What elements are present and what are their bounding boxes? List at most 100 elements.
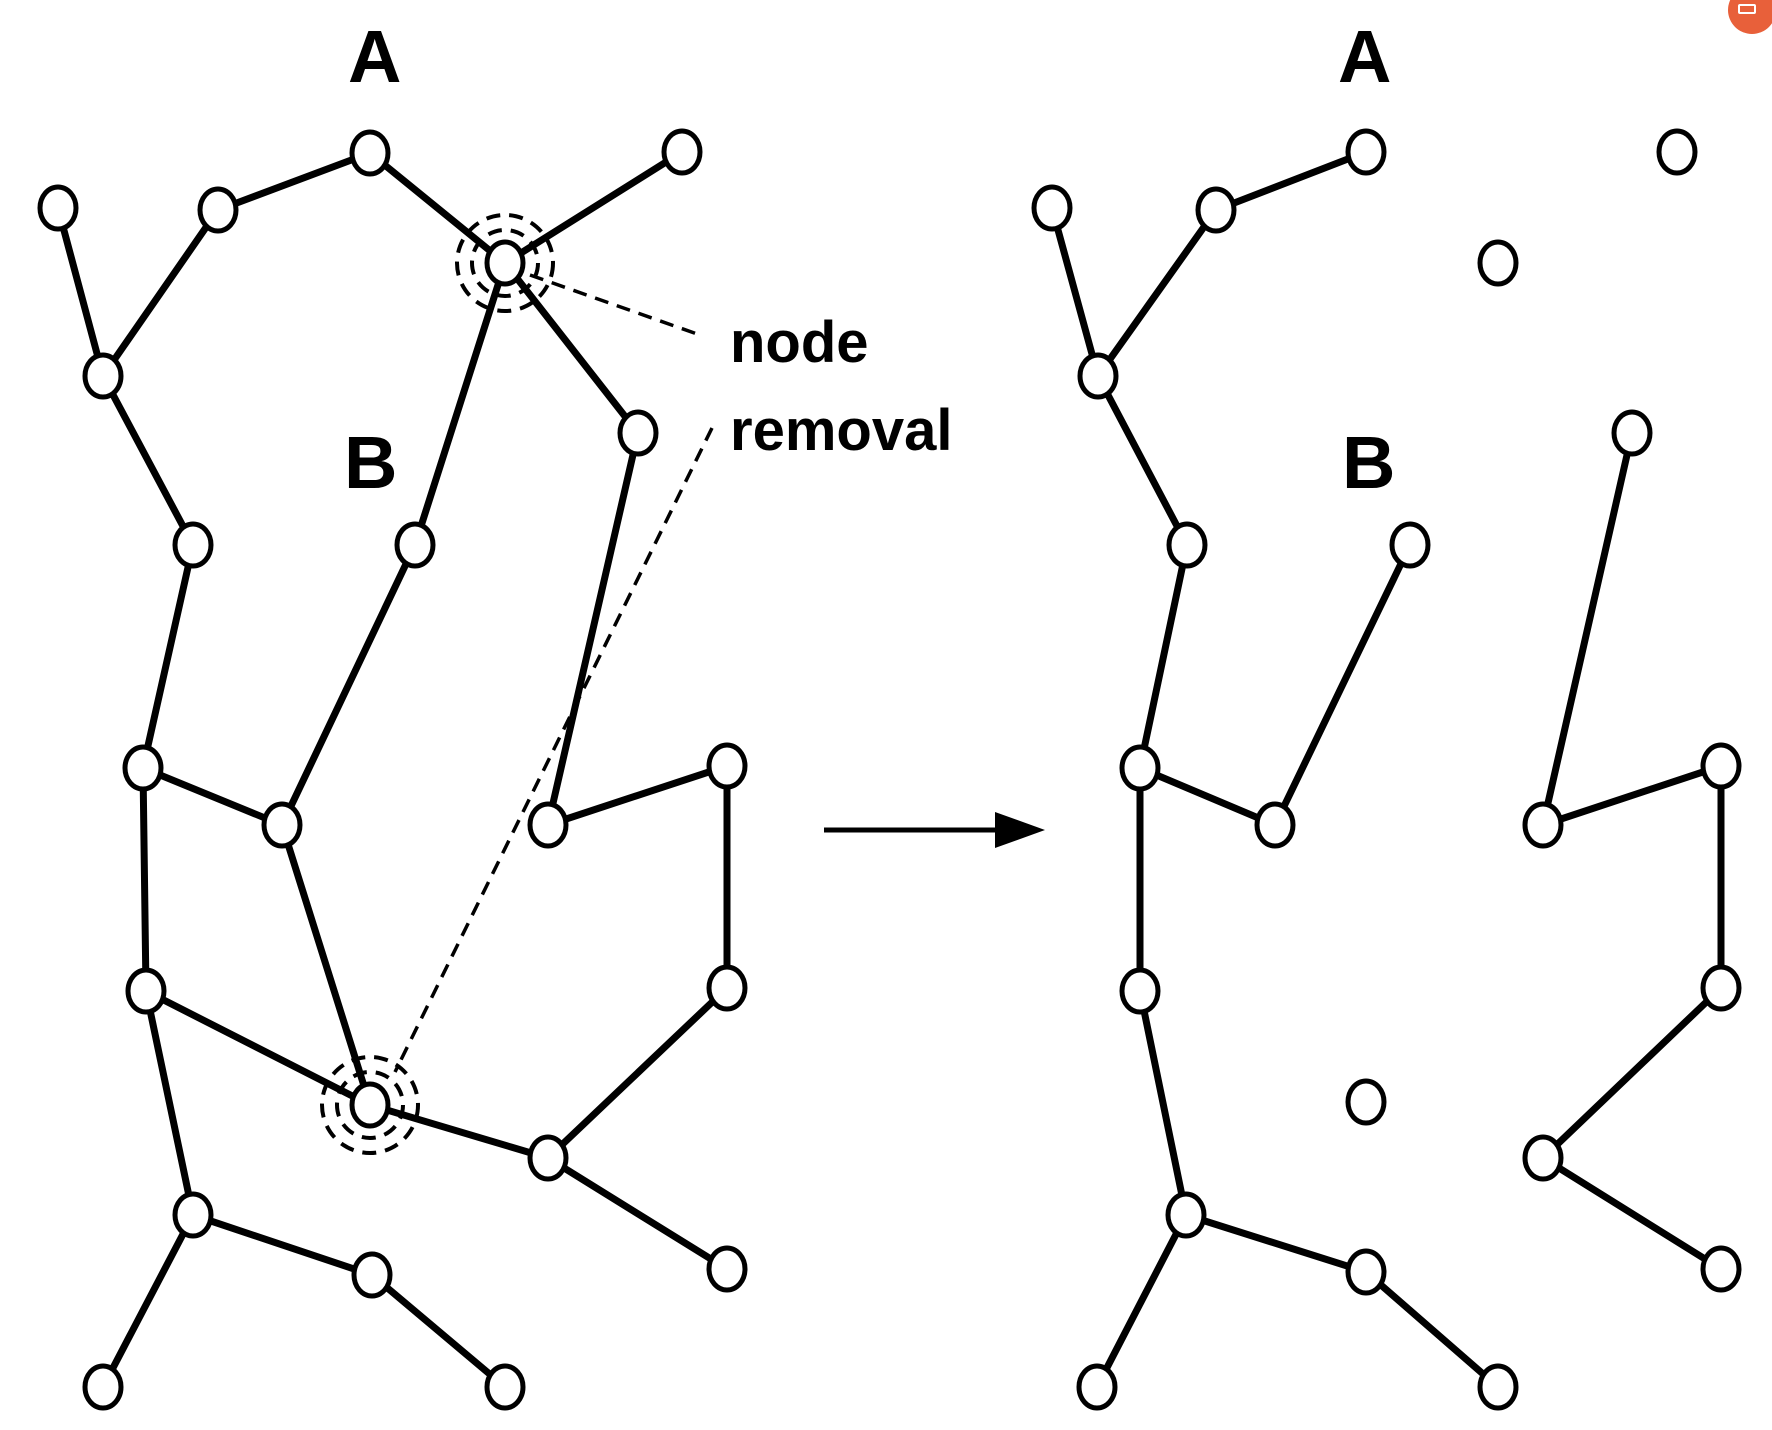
before-node-f <box>82 352 124 400</box>
before-node-t <box>706 1245 748 1293</box>
before-edge-l-p <box>278 821 374 1109</box>
arrow-head <box>995 812 1045 848</box>
before-edge-q-t <box>544 1154 731 1273</box>
before-node-m <box>527 801 569 849</box>
before-edge-h-l <box>278 541 419 829</box>
arrow-right-icon <box>824 812 1045 848</box>
edges-after <box>1048 148 1725 1391</box>
before-node-i <box>172 521 214 569</box>
after-node-f2 <box>1077 352 1119 400</box>
after-edge-c2-f2 <box>1048 204 1102 380</box>
label-left-b: B <box>344 421 397 504</box>
before-node-o <box>706 964 748 1012</box>
after-edge-n2-r2 <box>1136 987 1190 1219</box>
before-edge-r-s <box>189 1211 376 1279</box>
before-edge-s-v <box>368 1271 509 1391</box>
annotation-leaders <box>393 273 714 1073</box>
after-node-v2 <box>1477 1363 1519 1411</box>
after-node-s2 <box>1345 1248 1387 1296</box>
after-node-r2 <box>1165 1191 1207 1239</box>
after-node-g2 <box>1611 409 1653 457</box>
before-edge-c-f <box>54 204 107 380</box>
after-node-o2 <box>1700 964 1742 1012</box>
before-node-r <box>172 1191 214 1239</box>
after-node-j2 <box>1119 744 1161 792</box>
before-node-n <box>125 967 167 1015</box>
edges-before <box>54 148 731 1391</box>
before-node-s <box>351 1251 393 1299</box>
after-node-k2 <box>1700 742 1742 790</box>
before-edge-f-d <box>99 206 222 380</box>
before-edge-q-o <box>544 984 731 1162</box>
leader-line-upper <box>529 273 701 337</box>
before-node-g <box>617 409 659 457</box>
after-node-i2 <box>1166 521 1208 569</box>
after-edge-g2-m2 <box>1539 429 1636 829</box>
before-node-b <box>661 128 703 176</box>
before-edge-n-r <box>142 987 197 1219</box>
removal-markers <box>320 213 555 1155</box>
after-edge-d2-a2 <box>1212 148 1370 214</box>
before-edge-i-j <box>139 541 197 772</box>
before-edge-j-l <box>139 764 286 829</box>
after-node-e2 <box>1477 239 1519 287</box>
after-node-b2 <box>1656 128 1698 176</box>
before-edge-e-g <box>501 259 642 437</box>
before-node-h <box>394 521 436 569</box>
after-edge-f2-d2 <box>1094 206 1220 380</box>
after-edge-m2-k2 <box>1539 762 1725 829</box>
nodes-after <box>1031 128 1742 1411</box>
after-edge-q2-t2 <box>1539 1154 1725 1273</box>
before-node-d <box>197 186 239 234</box>
before-edge-d-a <box>214 149 374 214</box>
before-node-k <box>706 742 748 790</box>
after-node-m2 <box>1522 801 1564 849</box>
leader-line-lower <box>393 427 714 1073</box>
before-node-p-removed <box>349 1081 391 1129</box>
after-edge-r2-s2 <box>1182 1211 1370 1276</box>
after-node-n2 <box>1119 967 1161 1015</box>
after-edge-l2-h2 <box>1271 541 1414 829</box>
annotation-removal: removal <box>730 398 952 463</box>
after-edge-i2-j2 <box>1136 541 1191 772</box>
label-right-a: A <box>1338 15 1391 98</box>
after-edge-f2-i2 <box>1094 372 1191 549</box>
after-node-d2 <box>1195 186 1237 234</box>
before-edge-f-i <box>99 372 197 549</box>
before-node-c <box>37 184 79 232</box>
removal-ring-inner-b <box>335 1070 405 1140</box>
removal-ring-outer-a <box>455 213 555 313</box>
annotation-node: node <box>730 310 869 375</box>
before-node-l <box>261 801 303 849</box>
before-node-a <box>349 129 391 177</box>
removal-ring-inner-a <box>470 228 540 298</box>
before-edge-g-m <box>544 429 642 829</box>
badge-glyph <box>1738 4 1756 14</box>
before-edge-e-h <box>411 259 509 549</box>
after-node-p2 <box>1345 1078 1387 1126</box>
before-node-v <box>484 1363 526 1411</box>
nodes-before <box>37 128 748 1411</box>
after-edge-o2-q2 <box>1539 984 1725 1162</box>
before-edge-j-n <box>139 764 150 995</box>
after-node-c2 <box>1031 184 1073 232</box>
after-edge-r2-u2 <box>1093 1211 1190 1391</box>
before-node-j <box>122 744 164 792</box>
after-edge-s2-v2 <box>1362 1268 1502 1391</box>
after-node-a2 <box>1345 128 1387 176</box>
before-edge-a-e <box>366 149 509 267</box>
after-node-q2 <box>1522 1134 1564 1182</box>
label-left-a: A <box>348 15 401 98</box>
removal-ring-outer-b <box>320 1055 420 1155</box>
before-edge-m-k <box>544 762 731 829</box>
after-node-t2 <box>1700 1245 1742 1293</box>
after-edge-j2-l2 <box>1136 764 1279 829</box>
after-node-h2 <box>1389 521 1431 569</box>
before-edge-p-q <box>366 1101 552 1162</box>
before-edge-n-p <box>142 987 374 1109</box>
after-node-u2 <box>1076 1363 1118 1411</box>
before-node-e-removed <box>484 239 526 287</box>
before-edge-r-u <box>99 1211 197 1391</box>
after-node-l2 <box>1254 801 1296 849</box>
